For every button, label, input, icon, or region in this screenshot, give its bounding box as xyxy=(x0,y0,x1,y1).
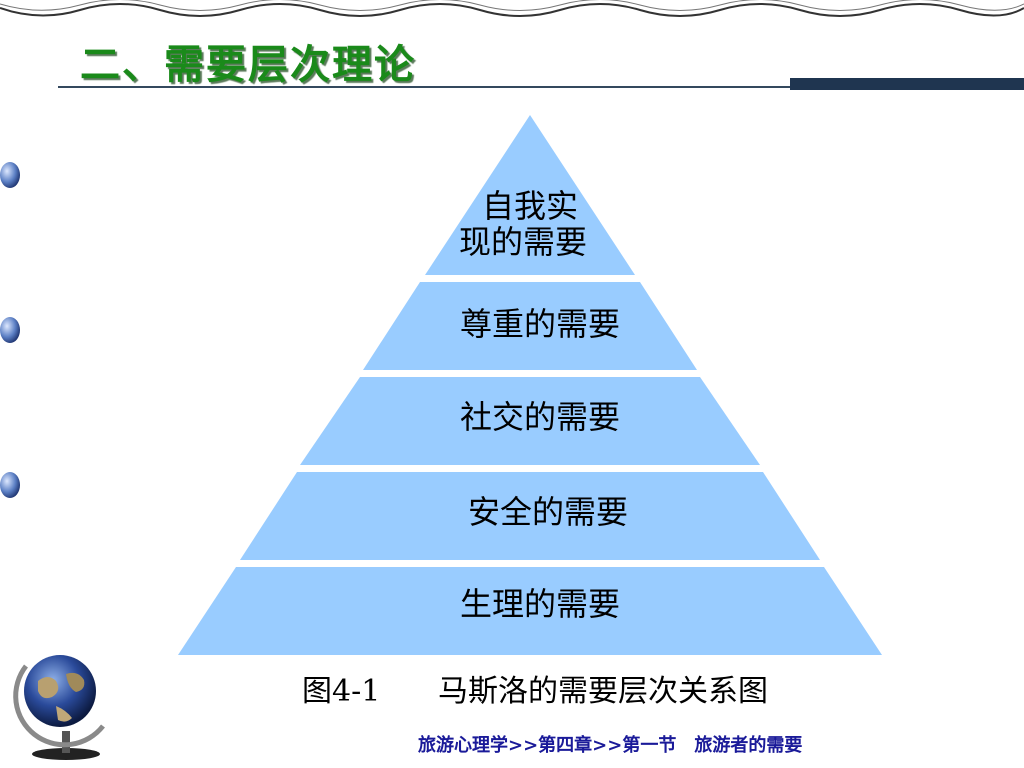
pyramid-level-safety xyxy=(240,472,820,560)
slide-title: 二、需要层次理论 xyxy=(80,42,416,88)
top-wave-decoration xyxy=(0,0,1024,17)
title-underline xyxy=(58,86,1024,88)
figure-number: 图4-1 xyxy=(302,674,381,709)
pyramid-level-physiological xyxy=(178,567,882,655)
level-label-physiological: 生理的需要 xyxy=(459,585,620,623)
slide-footer-breadcrumb: 旅游心理学>>第四章>>第一节 旅游者的需要 xyxy=(418,735,803,756)
figure-caption: 马斯洛的需要层次关系图 xyxy=(438,674,768,709)
level-label-self-1: 自我实 xyxy=(481,187,578,225)
level-label-social: 社交的需要 xyxy=(459,398,620,436)
title-accent-bar xyxy=(790,78,1024,90)
bullet-icon xyxy=(0,162,20,188)
pyramid-level-esteem xyxy=(363,282,697,370)
level-label-esteem: 尊重的需要 xyxy=(459,305,620,343)
bullet-icon xyxy=(0,317,20,343)
globe-icon xyxy=(13,655,105,760)
pyramid-level-self-actualization xyxy=(425,115,635,275)
bullet-icon xyxy=(0,472,20,498)
level-label-safety: 安全的需要 xyxy=(467,493,628,531)
pyramid-level-social xyxy=(300,377,760,465)
level-label-self-2: 现的需要 xyxy=(458,223,587,261)
